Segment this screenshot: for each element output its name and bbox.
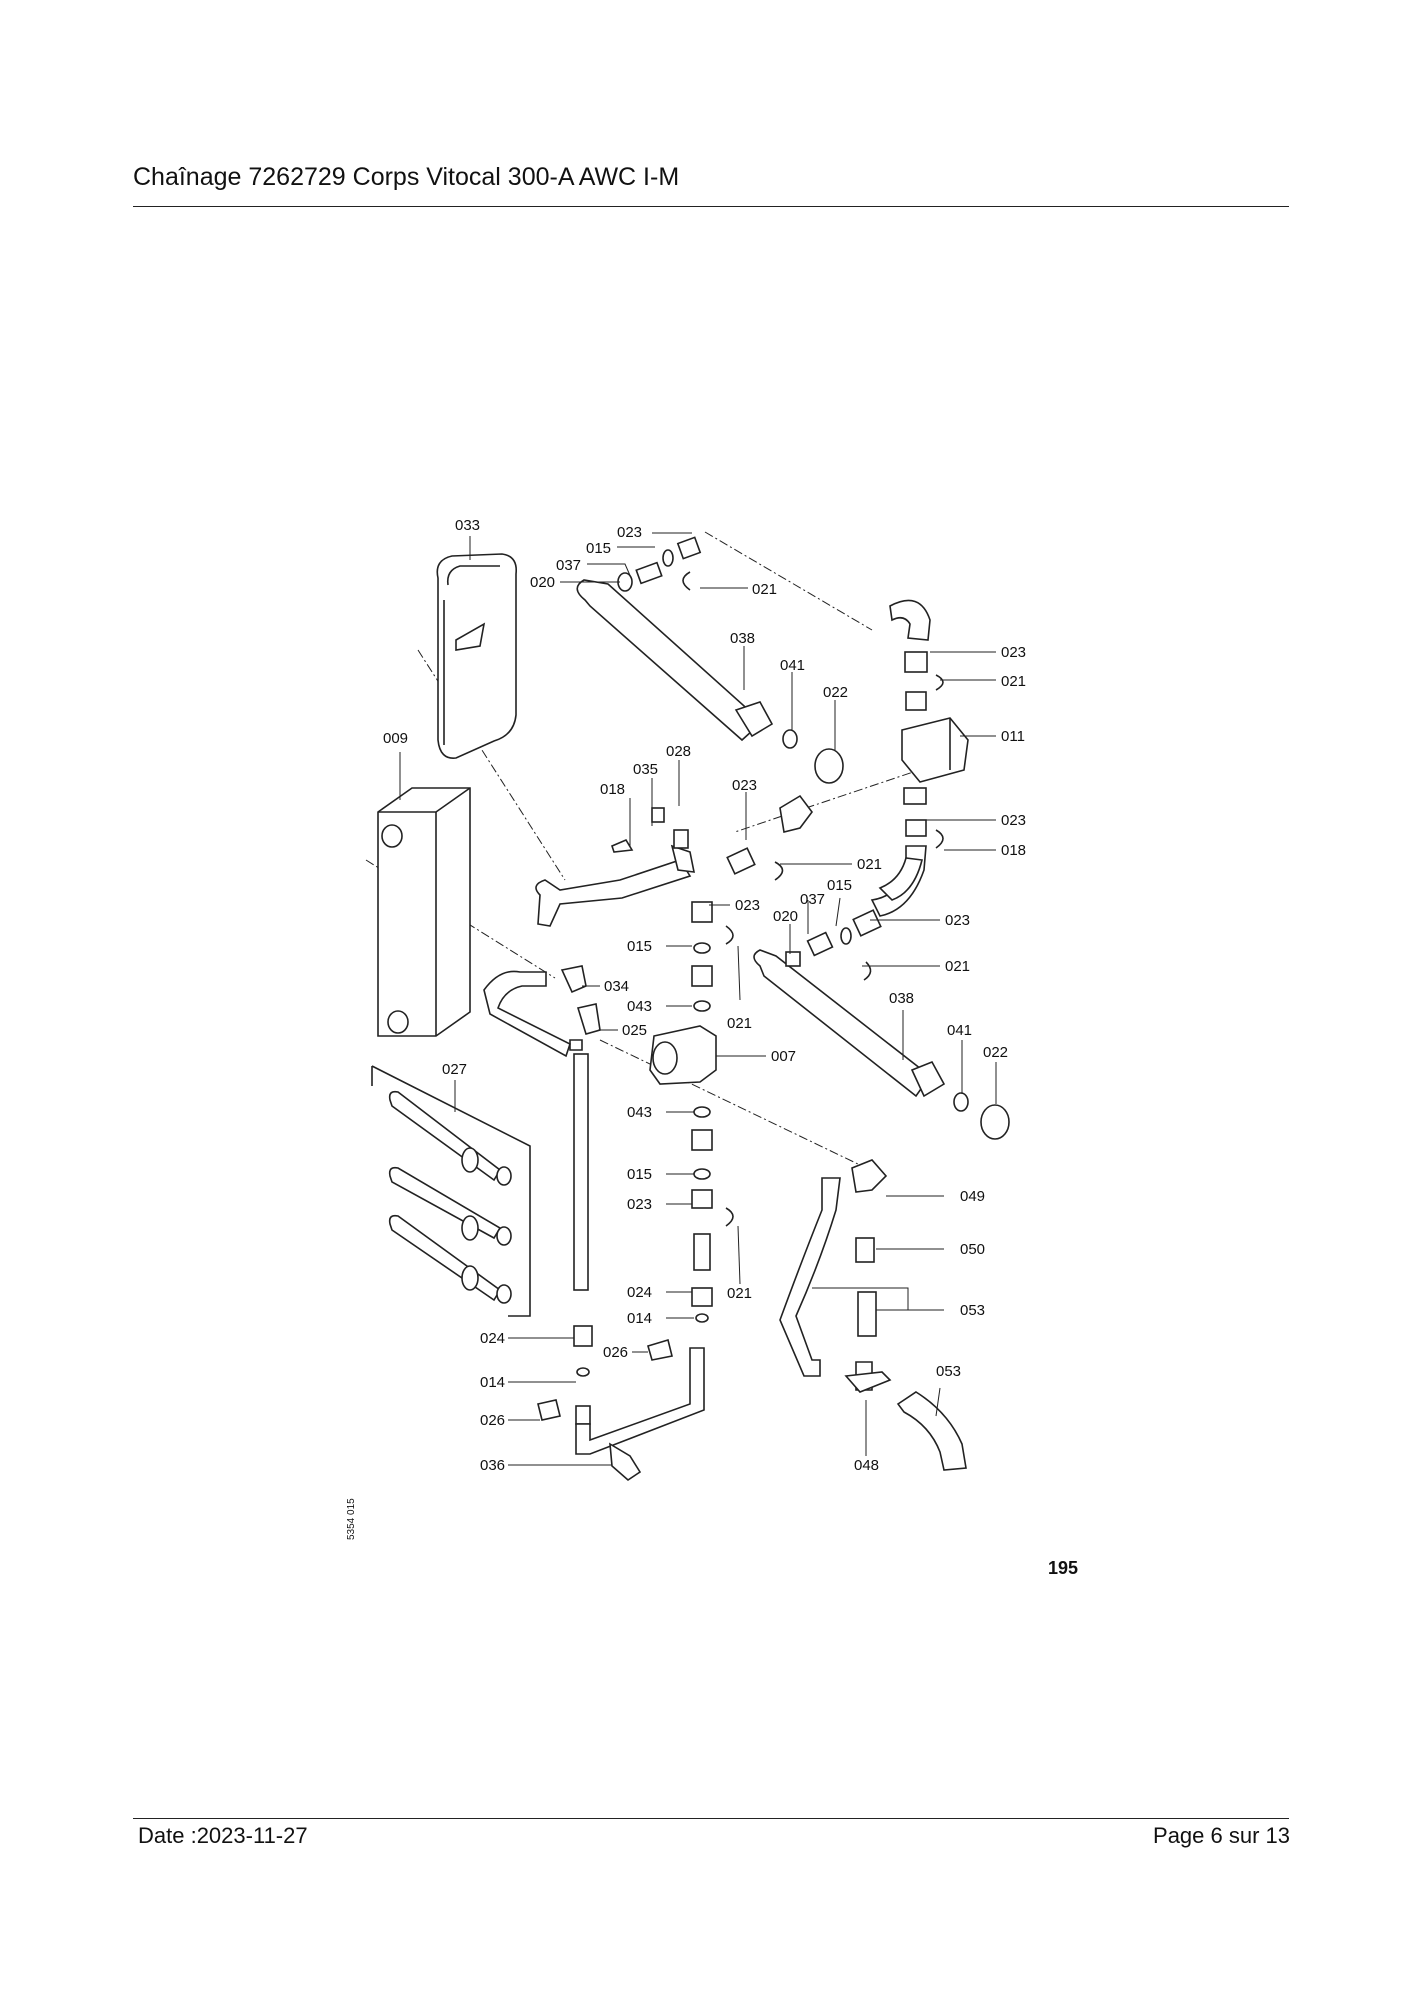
part-label: 037 — [800, 891, 825, 908]
part-label: 021 — [752, 581, 777, 598]
part-label: 021 — [945, 958, 970, 975]
part-label: 038 — [730, 630, 755, 647]
vessel-hose-035 — [535, 807, 696, 927]
footer-date: Date :2023-11-27 — [138, 1823, 308, 1848]
mid-fittings — [726, 794, 813, 881]
part-label: 021 — [727, 1285, 752, 1302]
part-label: 020 — [530, 574, 555, 591]
hose-set-027 — [371, 1065, 531, 1317]
part-label: 022 — [823, 684, 848, 701]
part-label: 035 — [633, 761, 658, 778]
pipe-038-upper — [576, 579, 844, 784]
lower-pipe-assembly — [483, 970, 705, 1482]
part-label: 015 — [586, 540, 611, 557]
part-label: 027 — [442, 1061, 467, 1078]
part-label: 043 — [627, 998, 652, 1015]
part-label: 025 — [622, 1022, 647, 1039]
drain-hose-assembly — [779, 1159, 967, 1471]
heat-exchanger-009 — [377, 787, 471, 1037]
part-label: 009 — [383, 730, 408, 747]
part-label: 023 — [1001, 644, 1026, 661]
mid-right-fittings — [785, 857, 923, 981]
part-label: 021 — [727, 1015, 752, 1032]
part-label: 038 — [889, 990, 914, 1007]
pipe-038-lower — [753, 949, 1010, 1140]
part-label: 023 — [1001, 812, 1026, 829]
drawing-number: 195 — [1048, 1558, 1079, 1578]
part-label: 023 — [945, 912, 970, 929]
part-label: 024 — [627, 1284, 652, 1301]
upper-fittings — [617, 536, 702, 592]
part-label: 015 — [627, 938, 652, 955]
part-label: 015 — [627, 1166, 652, 1183]
part-label: 053 — [960, 1302, 985, 1319]
part-label: 015 — [827, 877, 852, 894]
part-label: 043 — [627, 1104, 652, 1121]
pump-column — [649, 901, 734, 1323]
part-label: 024 — [480, 1330, 505, 1347]
part-label: 041 — [947, 1022, 972, 1039]
part-label: 049 — [960, 1188, 985, 1205]
part-label: 053 — [936, 1363, 961, 1380]
part-label: 033 — [455, 517, 480, 534]
part-label: 028 — [666, 743, 691, 760]
part-label: 048 — [854, 1457, 879, 1474]
part-label: 014 — [627, 1310, 652, 1327]
part-label: 023 — [617, 524, 642, 541]
part-label: 018 — [600, 781, 625, 798]
part-label: 011 — [1001, 728, 1025, 745]
part-label: 023 — [732, 777, 757, 794]
footer-divider — [133, 1818, 1289, 1819]
part-label: 041 — [780, 657, 805, 674]
purge-fittings — [560, 965, 601, 1051]
part-label: 021 — [1001, 673, 1026, 690]
footer-page-number: Page 6 sur 13 — [1153, 1823, 1290, 1848]
part-label: 007 — [771, 1048, 796, 1065]
part-label: 021 — [857, 856, 882, 873]
expansion-vessel-033 — [436, 553, 518, 759]
part-label: 014 — [480, 1374, 505, 1391]
part-label: 026 — [480, 1412, 505, 1429]
part-label: 026 — [603, 1344, 628, 1361]
part-label: 018 — [1001, 842, 1026, 859]
part-label: 023 — [627, 1196, 652, 1213]
part-label: 036 — [480, 1457, 505, 1474]
part-label: 020 — [773, 908, 798, 925]
header-divider — [133, 206, 1289, 207]
part-label: 037 — [556, 557, 581, 574]
part-labels: 033 023 015 037 020 021 038 041 022 023 … — [383, 517, 1026, 1474]
part-label: 050 — [960, 1241, 985, 1258]
side-code: 5354 015 — [346, 1498, 357, 1540]
page-title: Chaînage 7262729 Corps Vitocal 300-A AWC… — [133, 163, 680, 191]
part-label: 023 — [735, 897, 760, 914]
part-label: 034 — [604, 978, 629, 995]
leader-lines — [399, 532, 997, 1466]
part-label: 022 — [983, 1044, 1008, 1061]
